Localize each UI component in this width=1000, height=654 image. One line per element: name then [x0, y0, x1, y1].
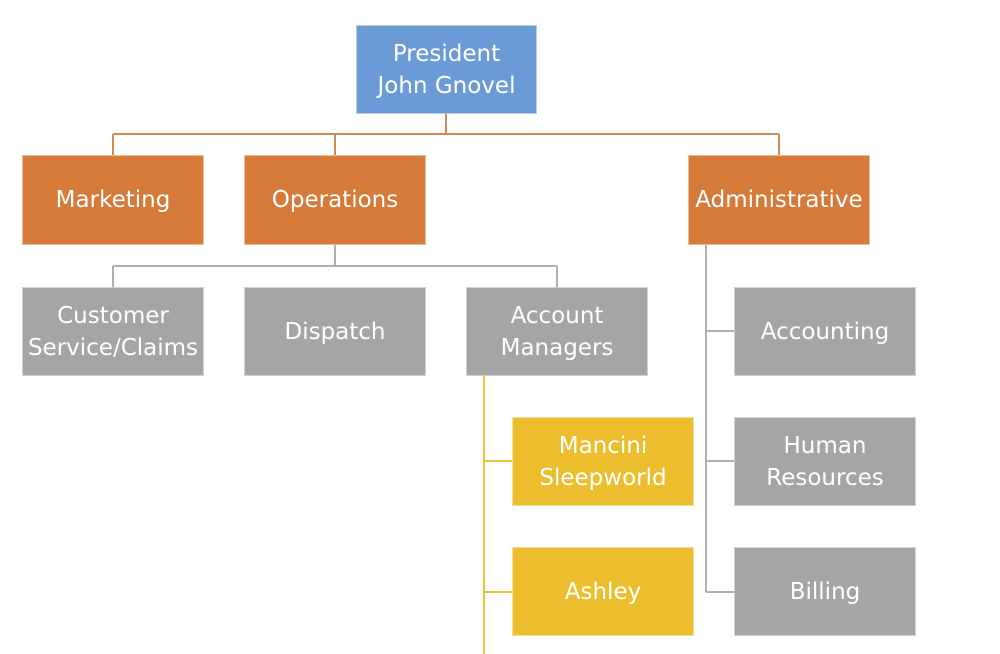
ashley-label: Ashley: [564, 578, 642, 605]
customer-service-label-line2: Service/Claims: [27, 334, 199, 361]
billing-label: Billing: [789, 578, 861, 605]
mancini-label-line2: Sleepworld: [539, 464, 667, 491]
billing-box: Billing: [734, 547, 916, 636]
president-connectors: [112, 114, 780, 155]
administrative-box: Administrative: [688, 155, 870, 245]
president-title: President: [392, 40, 501, 67]
account-managers-box: Account Managers: [466, 287, 648, 376]
marketing-label: Marketing: [55, 187, 171, 213]
president-box: President John Gnovel: [356, 25, 537, 114]
account-connectors: [483, 376, 512, 654]
human-resources-box: Human Resources: [734, 417, 916, 506]
administrative-label: Administrative: [695, 187, 863, 213]
operations-box: Operations: [244, 155, 426, 245]
ashley-box: Ashley: [512, 547, 694, 636]
mancini-sleepworld-box: Mancini Sleepworld: [512, 417, 694, 506]
mancini-label-line1: Mancini: [558, 432, 648, 459]
human-resources-label-line1: Human: [783, 432, 867, 459]
dispatch-box: Dispatch: [244, 287, 426, 376]
operations-label: Operations: [271, 187, 399, 213]
accounting-box: Accounting: [734, 287, 916, 376]
dispatch-label: Dispatch: [284, 318, 386, 345]
account-managers-label-line2: Managers: [500, 334, 614, 361]
president-name: John Gnovel: [377, 72, 516, 99]
accounting-label: Accounting: [760, 318, 890, 345]
account-managers-label-line1: Account: [510, 302, 604, 329]
human-resources-label-line2: Resources: [766, 464, 884, 491]
customer-service-box: Customer Service/Claims: [22, 287, 204, 376]
customer-service-label-line1: Customer: [57, 302, 169, 329]
department-connectors: [112, 245, 734, 593]
marketing-box: Marketing: [22, 155, 204, 245]
